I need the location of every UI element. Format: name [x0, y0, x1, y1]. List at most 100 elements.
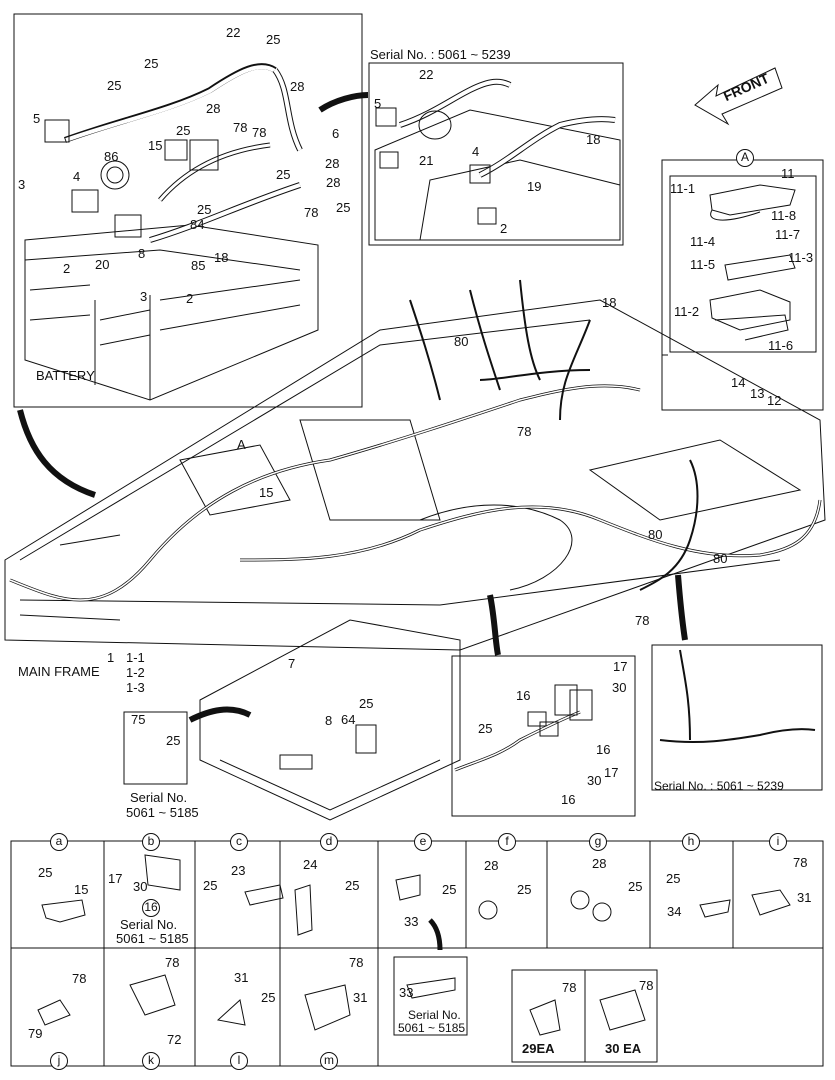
table-id-b: b — [142, 833, 160, 851]
part-label: 78 — [349, 955, 364, 970]
ea-frame-2 — [584, 969, 658, 1063]
table-id-f: f — [498, 833, 516, 851]
part-label: 28 — [484, 858, 499, 873]
callout: 86 — [104, 149, 119, 164]
front-arrow-shape — [694, 67, 783, 126]
table-id-l: l — [230, 1052, 248, 1070]
callout: 25 — [166, 733, 181, 748]
callout: 15 — [259, 485, 274, 500]
part-label: 17 — [108, 871, 123, 886]
table-id-h: h — [682, 833, 700, 851]
part-label: 1-2 — [126, 665, 145, 680]
part-label: 11-8 — [771, 208, 797, 223]
callout: 78 — [517, 424, 532, 439]
callout: 16 — [596, 742, 611, 757]
callout: 8 — [138, 246, 146, 261]
callout: 28 — [326, 175, 341, 190]
part-label: 33 — [399, 985, 414, 1000]
callout: 16 — [561, 792, 576, 807]
part-label: 78 — [165, 955, 180, 970]
callout: 4 — [472, 144, 480, 159]
callout: 78 — [635, 613, 650, 628]
callout: 30 — [587, 773, 602, 788]
part-label: 1-3 — [126, 680, 145, 695]
table-id-d: d — [320, 833, 338, 851]
part-label: 28 — [592, 856, 607, 871]
part-label: 14 — [731, 375, 746, 390]
part-label: 31 — [353, 990, 368, 1005]
serial-range: 5061 ~ 5185 — [398, 1021, 466, 1035]
callout: 4 — [73, 169, 81, 184]
part-label: 15 — [74, 882, 89, 897]
part-label: 13 — [750, 386, 765, 401]
detail-a-marker: A — [736, 149, 754, 167]
callout: 20 — [95, 257, 110, 272]
callout: 85 — [191, 258, 206, 273]
part-label: 78 — [793, 855, 808, 870]
serial-text: Serial No. — [120, 917, 178, 932]
callout: 25 — [478, 721, 493, 736]
callout: 28 — [290, 79, 305, 94]
callout: 6 — [332, 126, 340, 141]
callout: 78 — [304, 205, 319, 220]
part-label: 11-3 — [788, 250, 814, 265]
callout: 22 — [226, 25, 241, 40]
table-id-e: e — [414, 833, 432, 851]
callout: 2 — [500, 221, 508, 236]
part-label: 78 — [639, 978, 654, 993]
callout: 80 — [713, 551, 728, 566]
serial-top-title: Serial No. : 5061 ~ 5239 — [370, 47, 511, 62]
callout: 25 — [144, 56, 159, 71]
serial-range: 5061 ~ 5185 — [116, 931, 189, 946]
part-label: 25 — [261, 990, 276, 1005]
callout: 15 — [148, 138, 163, 153]
callout: 3 — [18, 177, 26, 192]
callout: A — [237, 437, 246, 452]
callout: 80 — [454, 334, 469, 349]
callout: 25 — [276, 167, 291, 182]
callout: 5 — [33, 111, 41, 126]
callout: 18 — [602, 295, 617, 310]
serial-e-frame — [393, 956, 468, 1036]
callout: 25 — [176, 123, 191, 138]
part-label: 1 — [107, 650, 115, 665]
part-label: 78 — [562, 980, 577, 995]
part-label: 31 — [234, 970, 249, 985]
part-label: 25 — [517, 882, 532, 897]
part-label: 30 — [133, 879, 148, 894]
callout: 5 — [374, 96, 382, 111]
table-id-m: m — [320, 1052, 338, 1070]
part-label: 1-1 — [126, 650, 145, 665]
callout: 2 — [186, 291, 194, 306]
callout: 30 — [612, 680, 627, 695]
serial-small-range: 5061 ~ 5185 — [126, 805, 199, 820]
detail-a-frame — [661, 159, 824, 411]
part-label: 25 — [38, 865, 53, 880]
part-label: 11 — [781, 166, 795, 181]
ea-qty-2: 30 EA — [605, 1041, 642, 1056]
table-id-k: k — [142, 1052, 160, 1070]
part-label: 33 — [404, 914, 419, 929]
part-label: 31 — [797, 890, 812, 905]
part-label: 25 — [666, 871, 681, 886]
serial-right-frame — [651, 644, 823, 791]
callout: 3 — [140, 289, 148, 304]
part-label: 34 — [667, 904, 682, 919]
callout: 18 — [586, 132, 601, 147]
ea-qty-1: 29EA — [522, 1041, 555, 1056]
callout: 25 — [359, 696, 374, 711]
part-label: 24 — [303, 857, 318, 872]
table-id-c: c — [230, 833, 248, 851]
callout: 78 — [252, 125, 267, 140]
part-label: 11-5 — [690, 257, 716, 272]
callout: 25 — [107, 78, 122, 93]
table-circle-16: 16 — [142, 899, 160, 917]
table-id-g: g — [589, 833, 607, 851]
callout: 17 — [604, 765, 619, 780]
callout: 28 — [206, 101, 221, 116]
part-label: 78 — [72, 971, 87, 986]
serial-small-text: Serial No. — [130, 790, 188, 805]
callout: 28 — [325, 156, 340, 171]
detail-a-inner-frame — [669, 175, 817, 353]
